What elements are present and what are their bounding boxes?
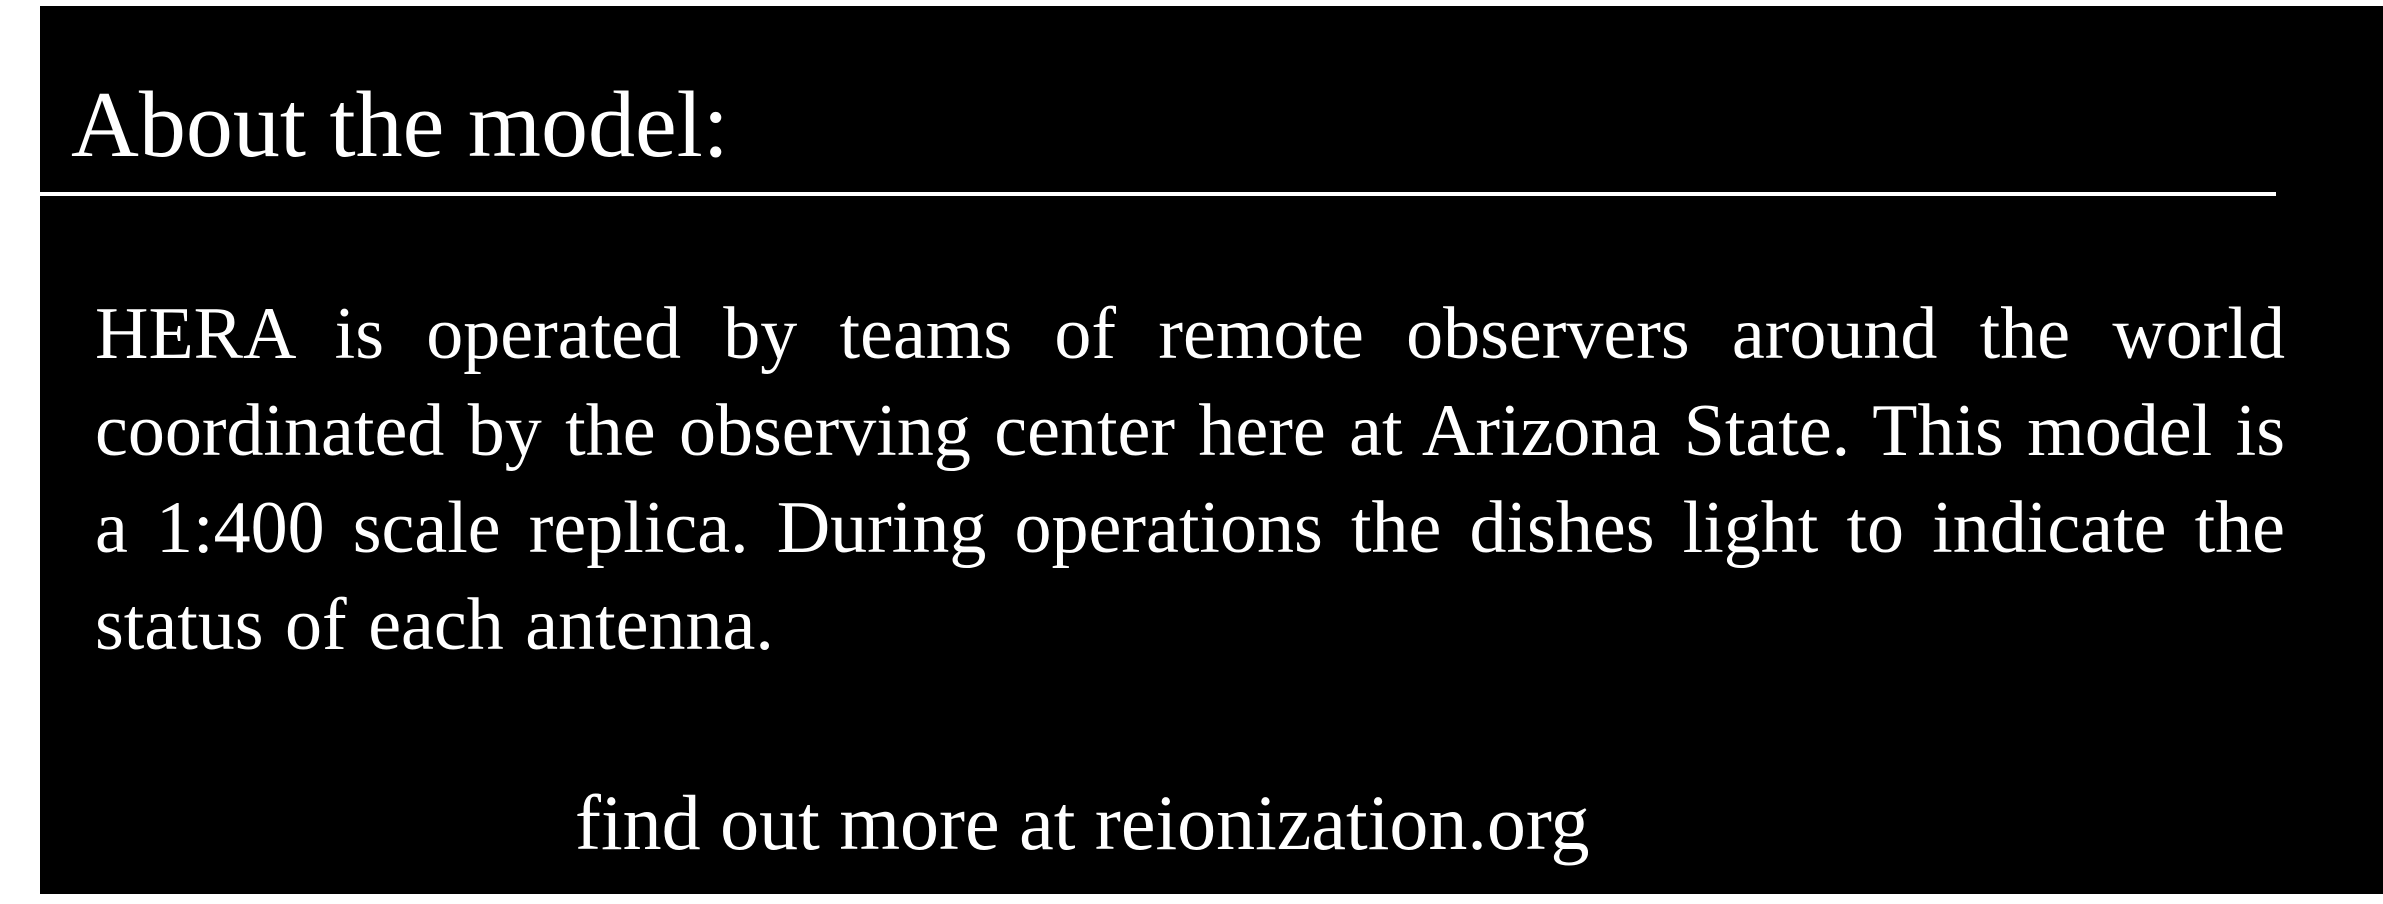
description-text: HERA is operated by teams of remote obse… — [95, 293, 2285, 666]
panel-heading: About the model: — [71, 73, 729, 177]
website-link[interactable]: find out more at reionization.org — [575, 779, 1590, 866]
heading-divider — [30, 192, 2276, 196]
info-panel: About the model: HERA is operated by tea… — [30, 6, 2383, 894]
